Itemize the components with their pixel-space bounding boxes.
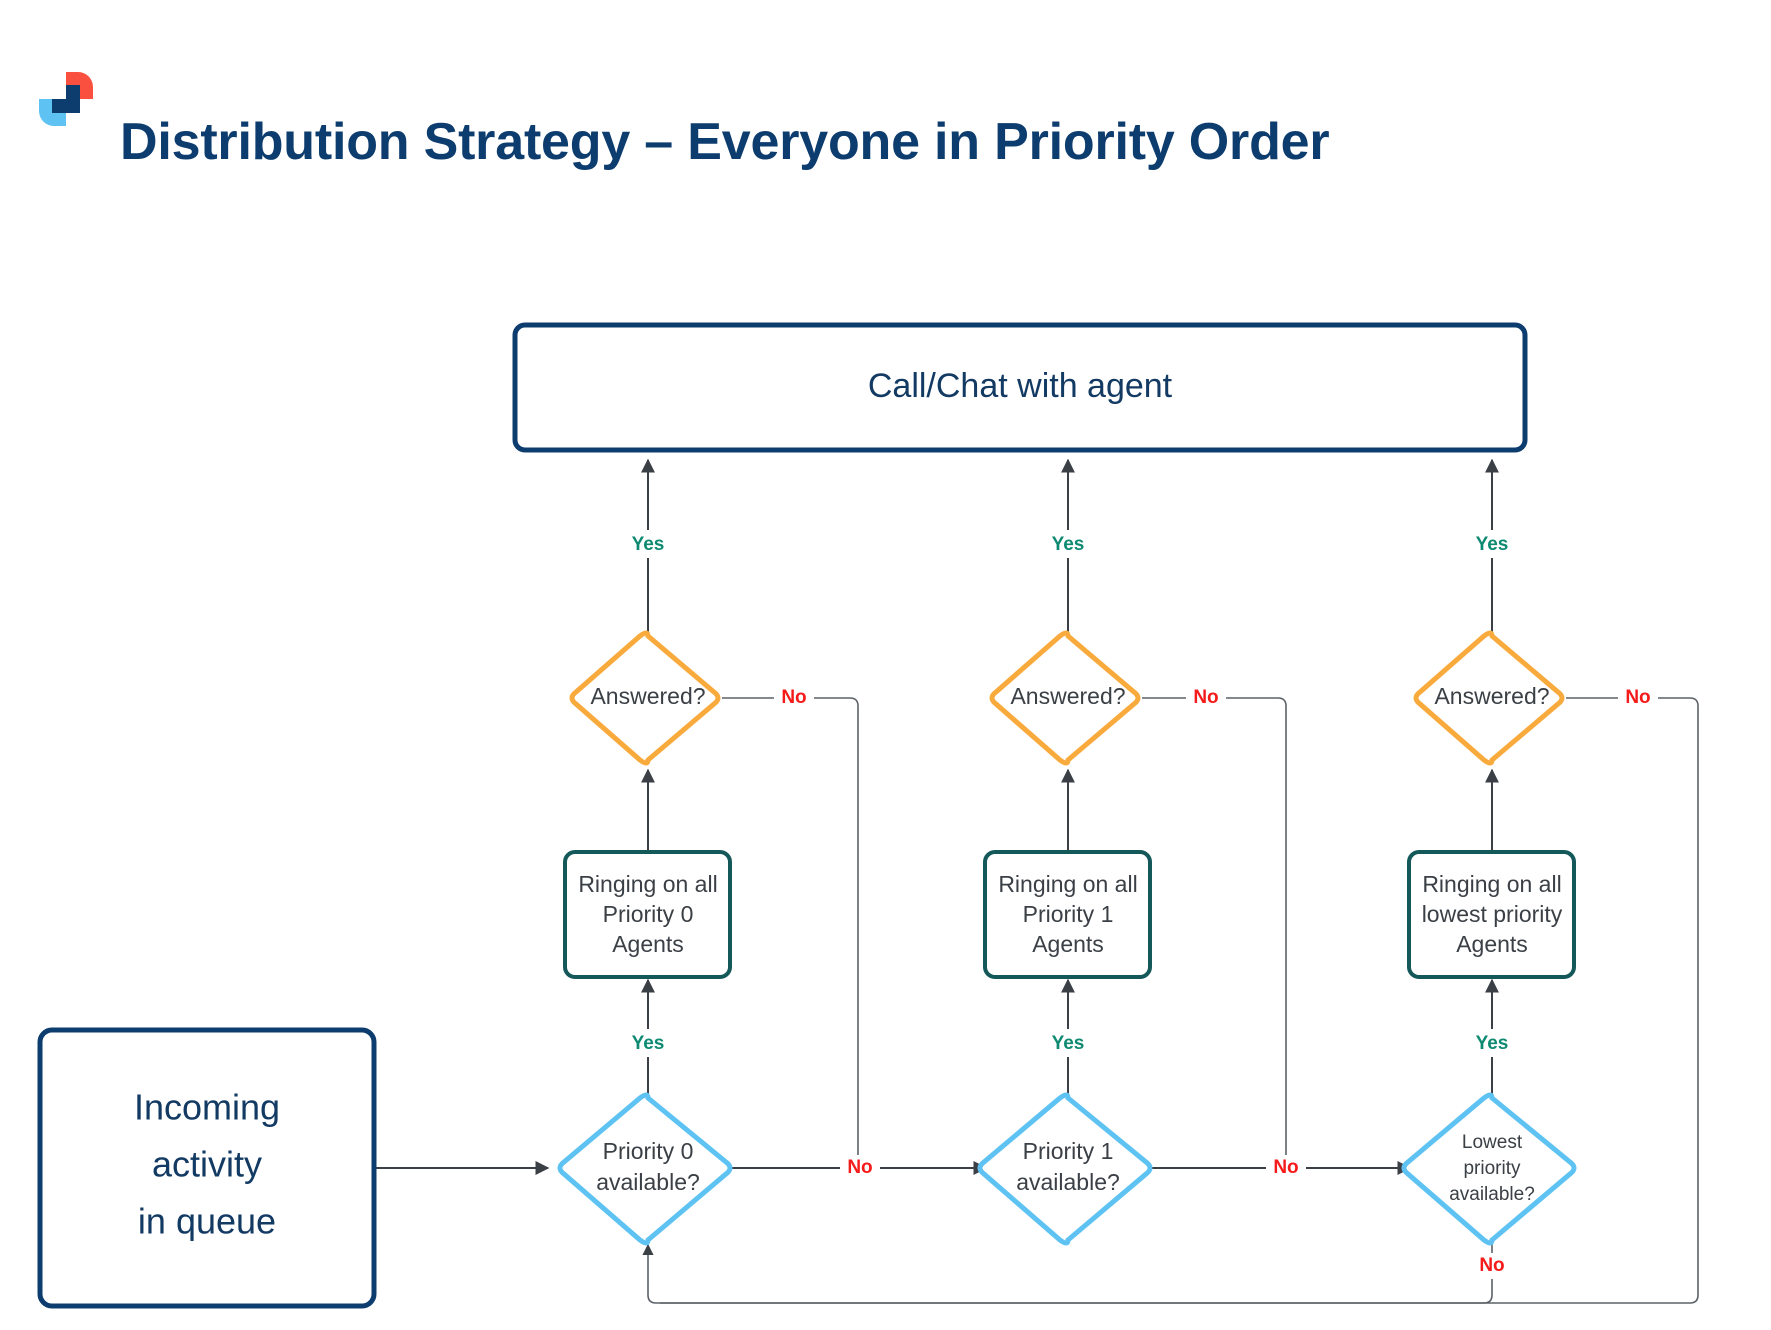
edge-label-yes-answered-1: Yes xyxy=(1052,534,1085,555)
node-lowest-priority-available[interactable]: Lowest priority available? xyxy=(1401,1092,1577,1246)
label-bg xyxy=(1186,685,1226,711)
node-ringing1-line3: Agents xyxy=(1032,931,1104,957)
edge-label-no-answered-0: No xyxy=(781,687,806,708)
node-ringing1-line2: Priority 1 xyxy=(1023,901,1114,927)
edge-label-yes-answered-2: Yes xyxy=(1476,534,1509,555)
edge-label-yes-lowest: Yes xyxy=(1476,1033,1509,1054)
node-call-chat-with-agent[interactable]: Call/Chat with agent xyxy=(512,322,1528,453)
node-p1-line1: Priority 1 xyxy=(1023,1138,1114,1164)
node-answered-1-label: Answered? xyxy=(1010,683,1125,709)
node-priority-0-available[interactable]: Priority 0 available? xyxy=(557,1092,733,1246)
node-ringing-priority-0[interactable]: Ringing on all Priority 0 Agents xyxy=(563,850,732,979)
label-bg xyxy=(624,1029,672,1057)
edge-label-yes-p0: Yes xyxy=(632,1033,665,1054)
brand-logo-icon xyxy=(39,72,93,126)
label-bg xyxy=(840,1155,880,1181)
edge-answered2-no-loop xyxy=(660,697,1699,1304)
node-incoming-line2: activity xyxy=(152,1144,262,1185)
label-bg xyxy=(774,685,814,711)
page-title: Distribution Strategy – Everyone in Prio… xyxy=(120,113,1330,171)
header: Distribution Strategy – Everyone in Prio… xyxy=(0,0,1771,220)
node-ringing-priority-1[interactable]: Ringing on all Priority 1 Agents xyxy=(983,850,1152,979)
node-answered-1[interactable]: Answered? xyxy=(989,630,1141,766)
edge-label-no-answered-2: No xyxy=(1625,687,1650,708)
node-ringing0-line2: Priority 0 xyxy=(603,901,694,927)
edge-answered0-no-loop xyxy=(722,697,859,1168)
label-bg xyxy=(1468,1029,1516,1057)
label-bg xyxy=(1618,685,1658,711)
node-p1-line2: available? xyxy=(1016,1169,1120,1195)
edge-label-yes-p1: Yes xyxy=(1052,1033,1085,1054)
edge-label-yes-answered-0: Yes xyxy=(632,534,665,555)
label-bg xyxy=(1044,1029,1092,1057)
label-bg xyxy=(1044,530,1092,558)
node-ringing2-line1: Ringing on all xyxy=(1422,871,1561,897)
node-p0-line2: available? xyxy=(596,1169,700,1195)
node-priority-1-available[interactable]: Priority 1 available? xyxy=(977,1092,1153,1246)
node-ringing-lowest-priority[interactable]: Ringing on all lowest priority Agents xyxy=(1407,850,1576,979)
node-lowest-line2: priority xyxy=(1463,1158,1521,1179)
node-answered-0[interactable]: Answered? xyxy=(569,630,721,766)
label-bg xyxy=(1266,1155,1306,1181)
node-incoming-line1: Incoming xyxy=(134,1087,280,1128)
label-bg xyxy=(624,530,672,558)
edge-answered1-no-loop xyxy=(1142,697,1287,1168)
node-ringing1-line1: Ringing on all xyxy=(998,871,1137,897)
node-answered-2-label: Answered? xyxy=(1434,683,1549,709)
node-call-chat-label: Call/Chat with agent xyxy=(868,367,1173,405)
label-bg xyxy=(1472,1253,1512,1279)
label-bg xyxy=(1468,530,1516,558)
node-ringing2-line2: lowest priority xyxy=(1422,901,1563,927)
node-lowest-line1: Lowest xyxy=(1462,1132,1523,1153)
node-ringing0-line1: Ringing on all xyxy=(578,871,717,897)
node-ringing2-line3: Agents xyxy=(1456,931,1528,957)
node-lowest-line3: available? xyxy=(1449,1184,1535,1205)
node-p0-line1: Priority 0 xyxy=(603,1138,694,1164)
edge-lowest-no-return xyxy=(642,1240,1493,1304)
node-answered-2[interactable]: Answered? xyxy=(1413,630,1565,766)
node-answered-0-label: Answered? xyxy=(590,683,705,709)
edge-label-no-p1: No xyxy=(1273,1157,1298,1178)
node-ringing0-line3: Agents xyxy=(612,931,684,957)
edge-label-no-answered-1: No xyxy=(1193,687,1218,708)
node-incoming-activity[interactable]: Incoming activity in queue xyxy=(37,1027,377,1309)
edge-label-no-p0: No xyxy=(847,1157,872,1178)
edge-label-no-lowest: No xyxy=(1479,1255,1504,1276)
node-incoming-line3: in queue xyxy=(138,1201,276,1242)
